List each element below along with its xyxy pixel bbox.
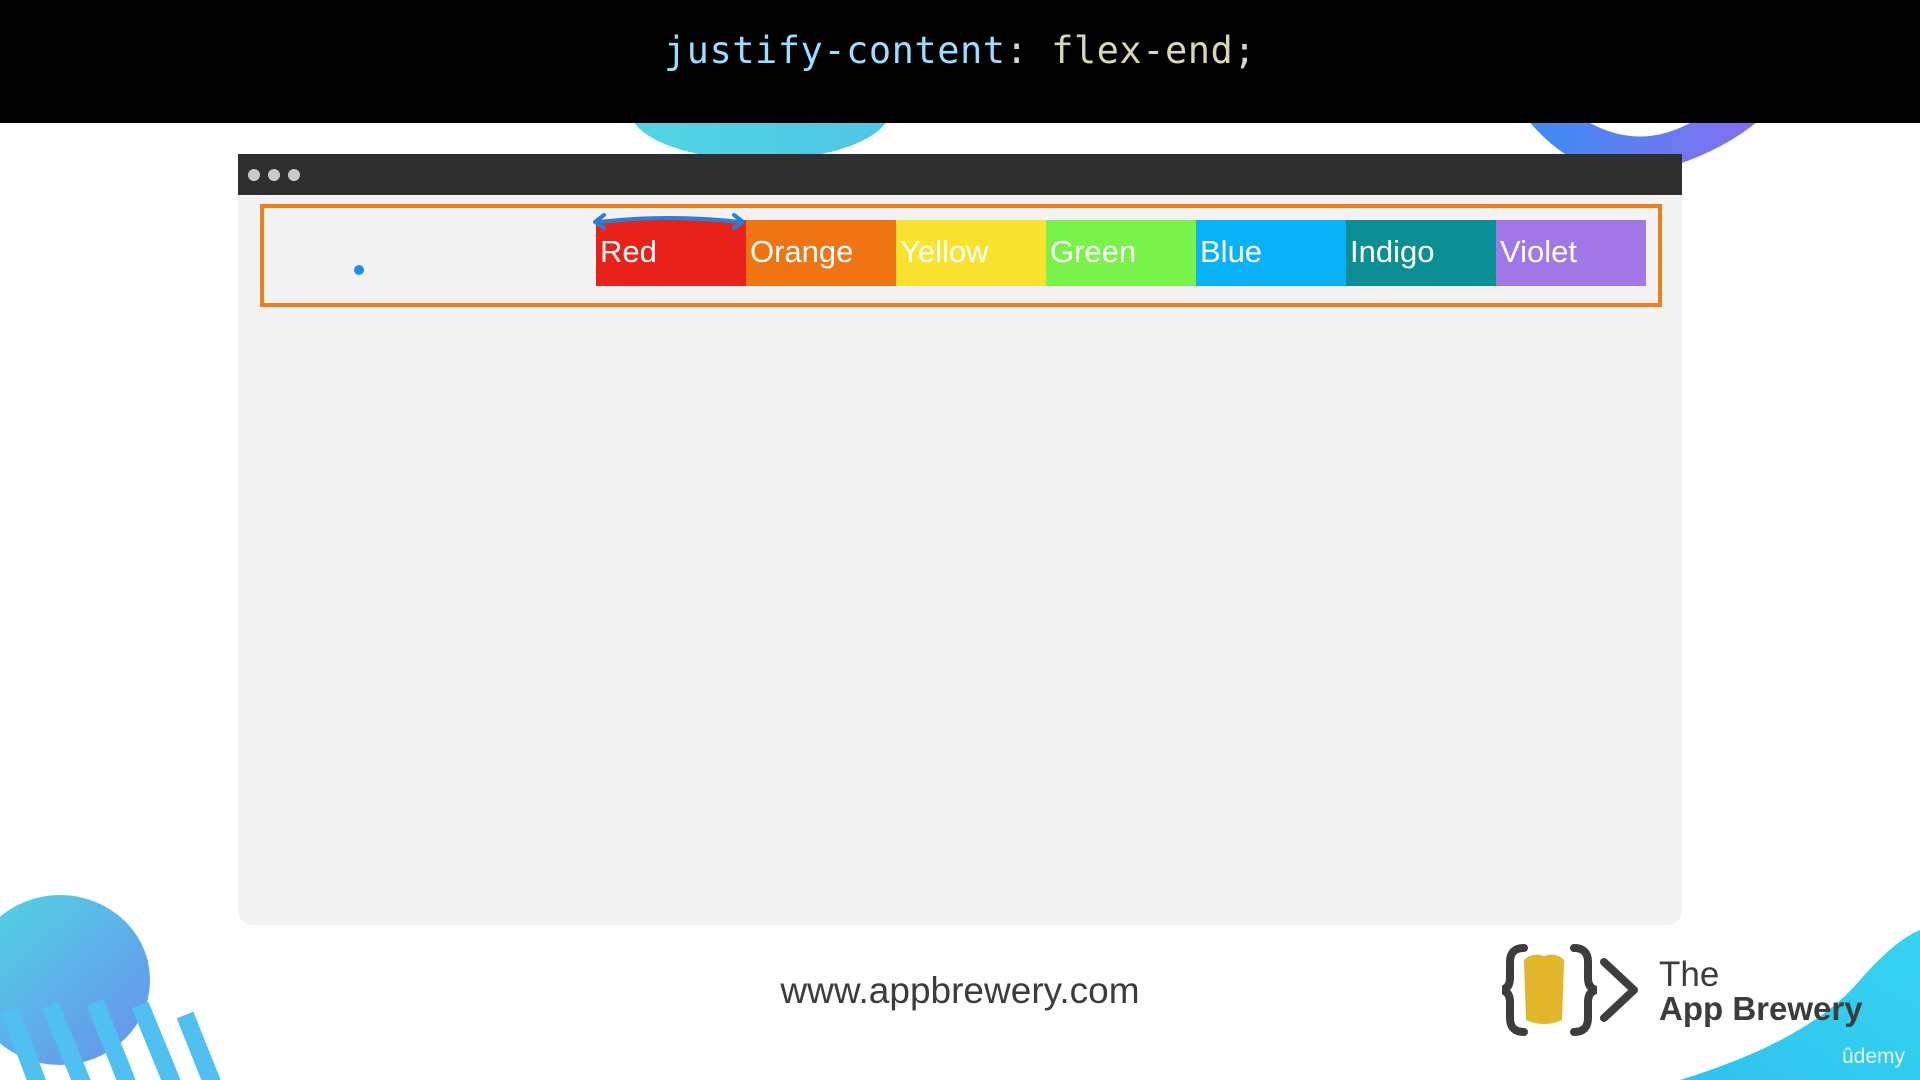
app-brewery-logo-icon — [1502, 944, 1638, 1036]
brand-line-name: App Brewery — [1659, 990, 1863, 1027]
flex-item-label: Yellow — [900, 234, 989, 269]
flex-item-green: Green — [1046, 220, 1196, 286]
css-value: flex-end — [1051, 29, 1234, 72]
brand-line-the: The — [1659, 955, 1720, 994]
css-property: justify-content — [663, 29, 1006, 72]
flex-item-label: Violet — [1500, 234, 1577, 269]
flex-item-label: Indigo — [1350, 234, 1435, 269]
flex-item-label: Green — [1050, 234, 1137, 269]
window-dot-icon — [248, 168, 260, 181]
flex-item-label: Red — [600, 234, 657, 269]
width-arrow-icon — [593, 213, 745, 230]
browser-window: Red Orange Yellow Green Blue Indigo Viol… — [238, 154, 1682, 925]
browser-title-bar — [238, 154, 1682, 195]
window-dot-icon — [268, 168, 280, 181]
window-dot-icon — [288, 168, 300, 181]
udemy-watermark: ûdemy — [1842, 1045, 1906, 1068]
code-banner: justify-content: flex-end; — [0, 0, 1920, 123]
flex-item-red: Red — [596, 220, 746, 286]
flex-item-violet: Violet — [1496, 220, 1646, 286]
flex-item-label: Orange — [750, 234, 854, 269]
css-colon: : — [1005, 29, 1029, 72]
cursor-dot — [354, 265, 364, 275]
flex-item-indigo: Indigo — [1346, 220, 1496, 286]
flex-item-blue: Blue — [1196, 220, 1346, 286]
site-url: www.appbrewery.com — [780, 970, 1140, 1011]
flex-item-yellow: Yellow — [896, 220, 1046, 286]
flex-container: Red Orange Yellow Green Blue Indigo Viol… — [260, 204, 1662, 307]
flex-item-label: Blue — [1200, 234, 1263, 269]
css-semicolon: ; — [1233, 29, 1257, 72]
css-code-line: justify-content: flex-end; — [664, 29, 1256, 72]
flex-item-orange: Orange — [746, 220, 896, 286]
